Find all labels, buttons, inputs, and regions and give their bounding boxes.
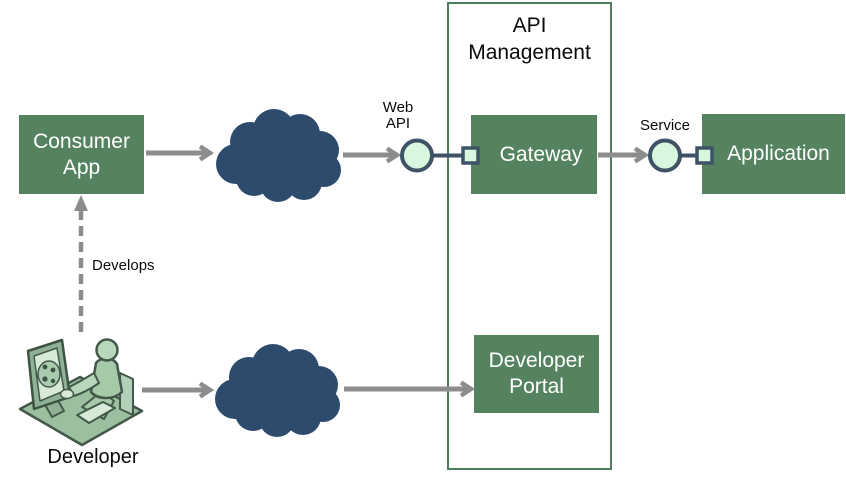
service-label: Service: [639, 117, 691, 134]
developer-at-computer-icon: [18, 338, 144, 447]
developer-portal-node: Developer Portal: [474, 335, 599, 413]
api-management-title: API Management: [468, 14, 591, 64]
developer-label: Developer: [47, 446, 139, 468]
internet-cloud-icon: [215, 344, 340, 437]
lollipop-interface-circle: [648, 138, 682, 173]
gateway-node: Gateway: [471, 115, 597, 194]
develops-dashed-arrow: [74, 195, 88, 332]
web-api-label: Web API: [382, 99, 414, 132]
application-node: Application: [702, 114, 845, 194]
lollipop-interface-circle: [400, 138, 434, 173]
develops-label: Develops: [92, 257, 155, 274]
consumer-app-node: Consumer App: [19, 115, 144, 194]
internet-cloud-icon: [216, 109, 341, 202]
